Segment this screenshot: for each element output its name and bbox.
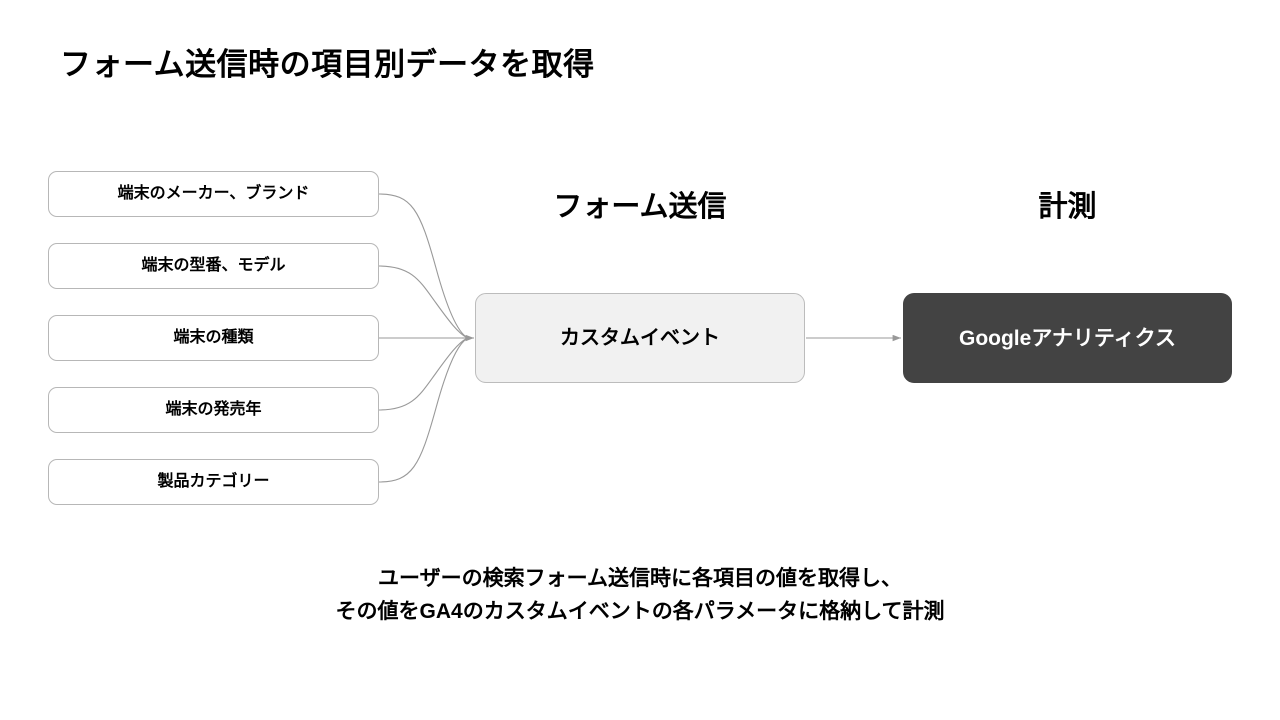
column-header-form-submit: フォーム送信 xyxy=(553,191,727,223)
node-custom-event[interactable]: カスタムイベント xyxy=(475,293,805,383)
caption-line-2: その値をGA4のカスタムイベントの各パラメータに格納して計測 xyxy=(335,600,945,623)
connector-field-4 xyxy=(378,337,468,411)
field-box-maker-brand[interactable]: 端末のメーカー、ブランド xyxy=(48,171,379,217)
field-box-device-type[interactable]: 端末の種類 xyxy=(48,315,379,361)
caption-block: ユーザーの検索フォーム送信時に各項目の値を取得し、 その値をGA4のカスタムイベ… xyxy=(0,562,1280,628)
node-google-analytics[interactable]: Googleアナリティクス xyxy=(903,293,1232,383)
field-box-release-year[interactable]: 端末の発売年 xyxy=(48,387,379,433)
node-google-analytics-label: Googleアナリティクス xyxy=(958,326,1177,350)
field-box-label: 端末の発売年 xyxy=(165,401,262,418)
field-box-model-number[interactable]: 端末の型番、モデル xyxy=(48,243,379,289)
field-box-label: 端末の型番、モデル xyxy=(141,257,286,274)
connector-field-5 xyxy=(378,338,468,483)
caption-line-1: ユーザーの検索フォーム送信時に各項目の値を取得し、 xyxy=(378,567,902,590)
field-box-product-category[interactable]: 製品カテゴリー xyxy=(48,459,379,505)
page-title: フォーム送信時の項目別データを取得 xyxy=(60,47,595,82)
column-header-measurement: 計測 xyxy=(1038,191,1097,223)
connector-field-2 xyxy=(378,265,468,339)
node-custom-event-label: カスタムイベント xyxy=(560,327,720,349)
field-box-label: 製品カテゴリー xyxy=(157,473,270,490)
field-box-label: 端末のメーカー、ブランド xyxy=(117,185,310,202)
connector-field-1 xyxy=(378,193,468,338)
field-box-label: 端末の種類 xyxy=(173,329,254,346)
